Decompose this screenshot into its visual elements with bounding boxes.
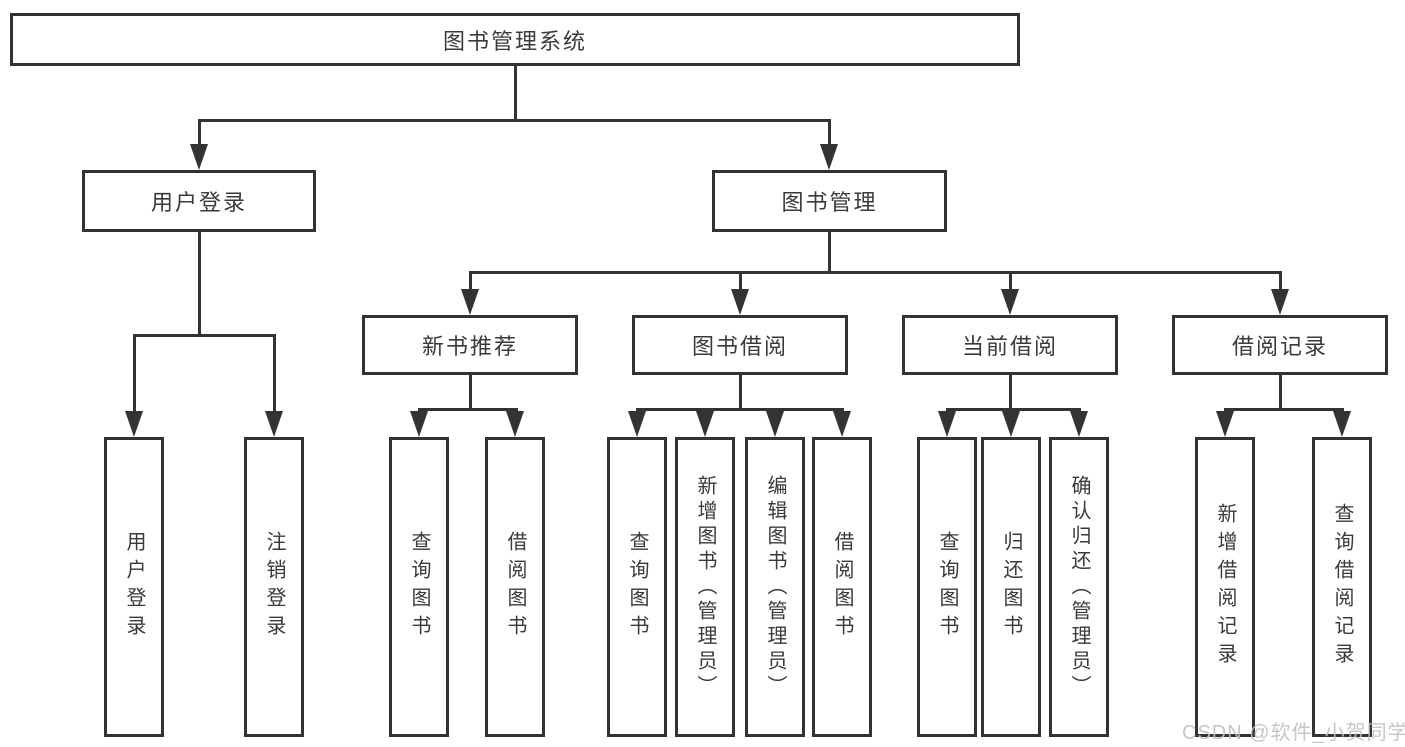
arrowhead-down-icon [125, 411, 143, 437]
arrowhead-down-icon [506, 411, 524, 437]
connector-line [1224, 408, 1344, 411]
connector-line [1009, 273, 1012, 291]
arrowhead-down-icon [410, 411, 428, 437]
connector-line [469, 374, 472, 411]
node-leaf-edit-book-admin: 编辑图书（管理员） [745, 437, 805, 737]
leaf-label: 新增借阅记录 [1214, 503, 1236, 671]
arrowhead-down-icon [1070, 411, 1088, 437]
connector-line [198, 231, 201, 336]
leaf-label: 查询图书 [936, 531, 958, 643]
node-library-management-system: 图书管理系统 [10, 13, 1020, 66]
connector-line [739, 374, 742, 411]
arrowhead-down-icon [1333, 411, 1351, 437]
arrowhead-down-icon [628, 411, 646, 437]
arrowhead-down-icon [1216, 411, 1234, 437]
connector-line [469, 273, 472, 291]
node-leaf-borrow-books-borrowing: 借阅图书 [812, 437, 872, 737]
node-leaf-borrow-books-recommend: 借阅图书 [485, 437, 545, 737]
node-leaf-query-books-borrowing: 查询图书 [607, 437, 667, 737]
node-leaf-confirm-return-admin: 确认归还（管理员） [1049, 437, 1109, 737]
node-current-borrowing: 当前借阅 [902, 315, 1118, 375]
arrowhead-down-icon [731, 289, 749, 315]
leaf-label: 注销登录 [263, 531, 285, 643]
arrowhead-down-icon [265, 411, 283, 437]
connector-line [133, 334, 276, 337]
leaf-label: 用户登录 [123, 531, 145, 643]
watermark: CSDN @软件_小贺同学 [1182, 722, 1405, 744]
connector-line [739, 273, 742, 291]
arrowhead-down-icon [696, 411, 714, 437]
arrowhead-down-icon [1002, 411, 1020, 437]
connector-line [198, 119, 831, 122]
arrowhead-down-icon [190, 144, 208, 170]
node-leaf-add-book-admin: 新增图书（管理员） [675, 437, 735, 737]
leaf-label: 查询借阅记录 [1331, 503, 1353, 671]
leaf-label: 归还图书 [1000, 531, 1022, 643]
connector-line [1279, 273, 1282, 291]
node-leaf-query-borrow-record: 查询借阅记录 [1312, 437, 1372, 737]
node-user-login: 用户登录 [82, 170, 316, 232]
connector-line [636, 408, 844, 411]
connector-line [469, 271, 1282, 274]
leaf-label: 借阅图书 [504, 531, 526, 643]
node-book-borrowing: 图书借阅 [632, 315, 848, 375]
node-borrowing-records: 借阅记录 [1172, 315, 1388, 375]
arrowhead-down-icon [820, 144, 838, 170]
node-leaf-add-borrow-record: 新增借阅记录 [1195, 437, 1255, 737]
arrowhead-down-icon [833, 411, 851, 437]
connector-line [514, 65, 517, 122]
arrowhead-down-icon [1001, 289, 1019, 315]
connector-line [273, 336, 276, 412]
arrowhead-down-icon [766, 411, 784, 437]
node-leaf-logout: 注销登录 [244, 437, 304, 737]
arrowhead-down-icon [461, 289, 479, 315]
node-leaf-query-books-recommend: 查询图书 [389, 437, 449, 737]
node-book-management: 图书管理 [712, 170, 947, 232]
connector-line [828, 231, 831, 273]
leaf-label: 查询图书 [408, 531, 430, 643]
arrowhead-down-icon [938, 411, 956, 437]
arrowhead-down-icon [1271, 289, 1289, 315]
node-leaf-query-books-current: 查询图书 [917, 437, 977, 737]
connector-line [418, 408, 518, 411]
connector-line [1279, 374, 1282, 411]
connector-line [828, 121, 831, 146]
connector-line [133, 336, 136, 412]
connector-line [946, 408, 1081, 411]
node-leaf-return-books: 归还图书 [981, 437, 1041, 737]
leaf-label: 查询图书 [626, 531, 648, 643]
connector-line [1009, 374, 1012, 411]
leaf-label: 新增图书（管理员） [694, 474, 716, 700]
connector-line [198, 121, 201, 146]
node-leaf-user-login: 用户登录 [104, 437, 164, 737]
leaf-label: 确认归还（管理员） [1068, 474, 1090, 700]
node-new-book-recommend: 新书推荐 [362, 315, 578, 375]
leaf-label: 编辑图书（管理员） [764, 474, 786, 700]
leaf-label: 借阅图书 [831, 531, 853, 643]
